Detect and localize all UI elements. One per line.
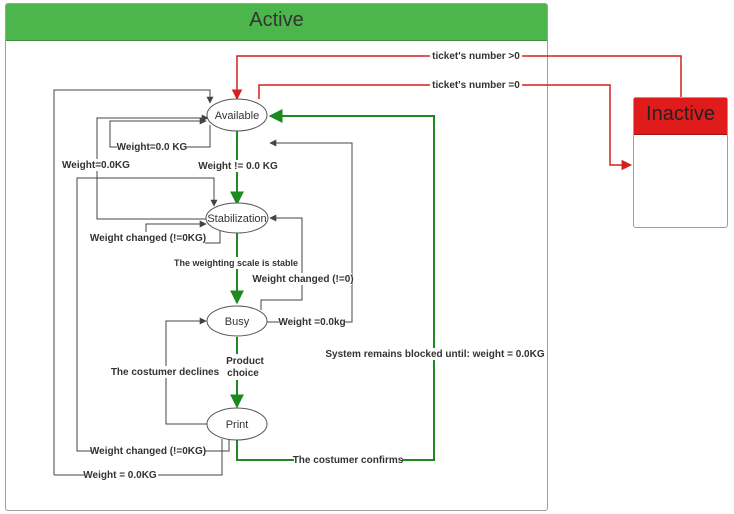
label-weight-changed-busy: Weight changed (!=0) [252, 274, 353, 285]
tickets-eq0-arrow [258, 84, 633, 171]
label-tickets-eq0: ticket's number =0 [432, 80, 520, 91]
label-costumer-declines: The costumer declines [111, 367, 220, 378]
active-header: Active [6, 4, 547, 41]
label-weight-changed-stab: Weight changed (!=0KG) [90, 233, 206, 244]
available-self-loop [109, 117, 211, 148]
state-stabilization: Stabilization [205, 202, 269, 234]
state-busy: Busy [206, 305, 268, 337]
busy-to-stabilization [260, 214, 303, 310]
state-print-label: Print [226, 419, 249, 431]
label-weight-zero-left: Weight=0.0KG [62, 160, 130, 171]
label-weight-zero-bottom: Weight = 0.0KG [83, 470, 157, 481]
label-weight-changed-print: Weight changed (!=0KG) [90, 446, 206, 457]
state-available-label: Available [215, 110, 259, 122]
busy-to-available [266, 139, 353, 323]
state-stabilization-label: Stabilization [207, 213, 266, 225]
print-to-available-confirm [236, 109, 435, 461]
outer-loop-to-available [53, 89, 214, 475]
label-costumer-confirms: The costumer confirms [293, 455, 404, 466]
state-busy-label: Busy [225, 316, 250, 328]
state-print: Print [206, 407, 268, 441]
inactive-header: Inactive [634, 98, 727, 135]
label-system-blocked: System remains blocked until: weight = 0… [325, 349, 544, 360]
label-tickets-gt0: ticket's number >0 [432, 51, 520, 62]
tickets-gt0-arrow [231, 55, 682, 101]
label-product-choice-line2: choice [227, 368, 259, 379]
label-scale-stable: The weighting scale is stable [174, 258, 298, 268]
label-weight-zero-busy: Weight =0.0kg [278, 317, 345, 328]
active-title: Active [249, 9, 304, 31]
inactive-title: Inactive [646, 103, 715, 125]
label-product-choice-line1: Product [226, 356, 264, 367]
label-weight-zero-self: Weight=0.0 KG [117, 142, 188, 153]
print-to-stabilization [76, 177, 230, 452]
label-weight-neq-zero: Weight != 0.0 KG [198, 161, 278, 172]
inactive-state-container: Inactive [633, 97, 728, 228]
state-available: Available [206, 98, 268, 132]
